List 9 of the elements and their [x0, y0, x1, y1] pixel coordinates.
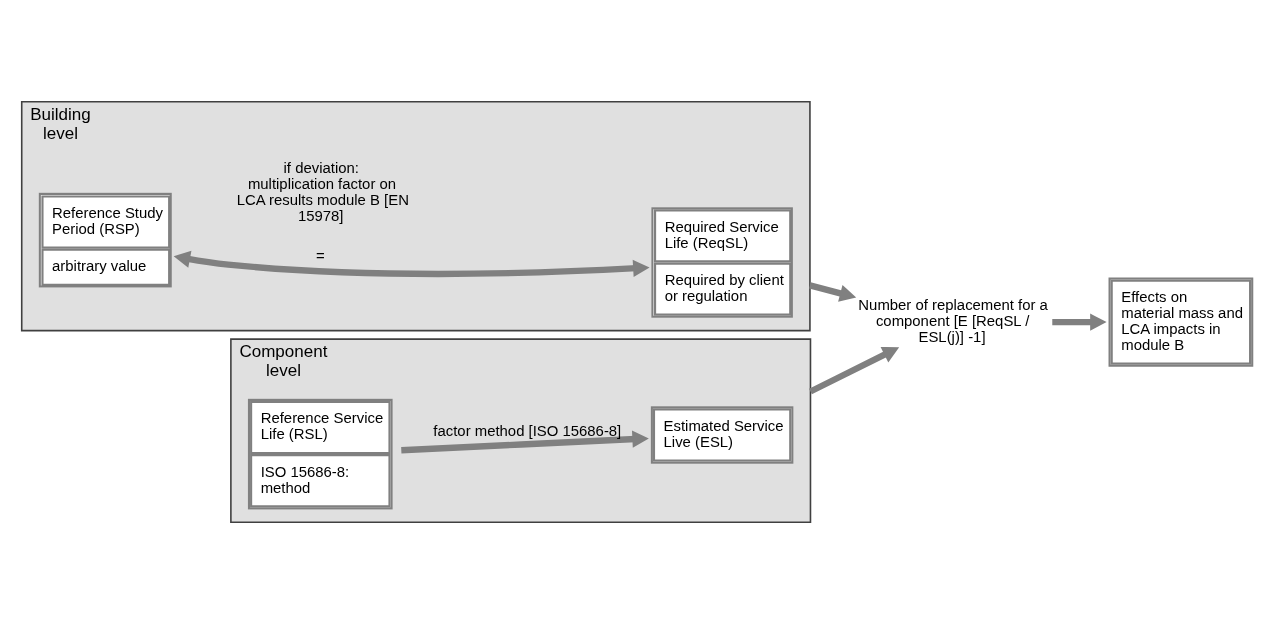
arrow	[401, 430, 649, 454]
label: if deviation: multiplication factor on LCA results module B [EN 15978]	[236, 160, 409, 225]
edge-label: =	[315, 247, 325, 264]
edge-label: factor method [ISO 15686-8]	[433, 423, 622, 440]
arrow	[1052, 313, 1107, 331]
arrow	[809, 282, 857, 302]
arrow	[809, 346, 900, 395]
node-text: Number of replacement for a component [E [ReqSL / ESL(j)] -1]	[858, 297, 1048, 346]
arrow	[173, 250, 650, 277]
